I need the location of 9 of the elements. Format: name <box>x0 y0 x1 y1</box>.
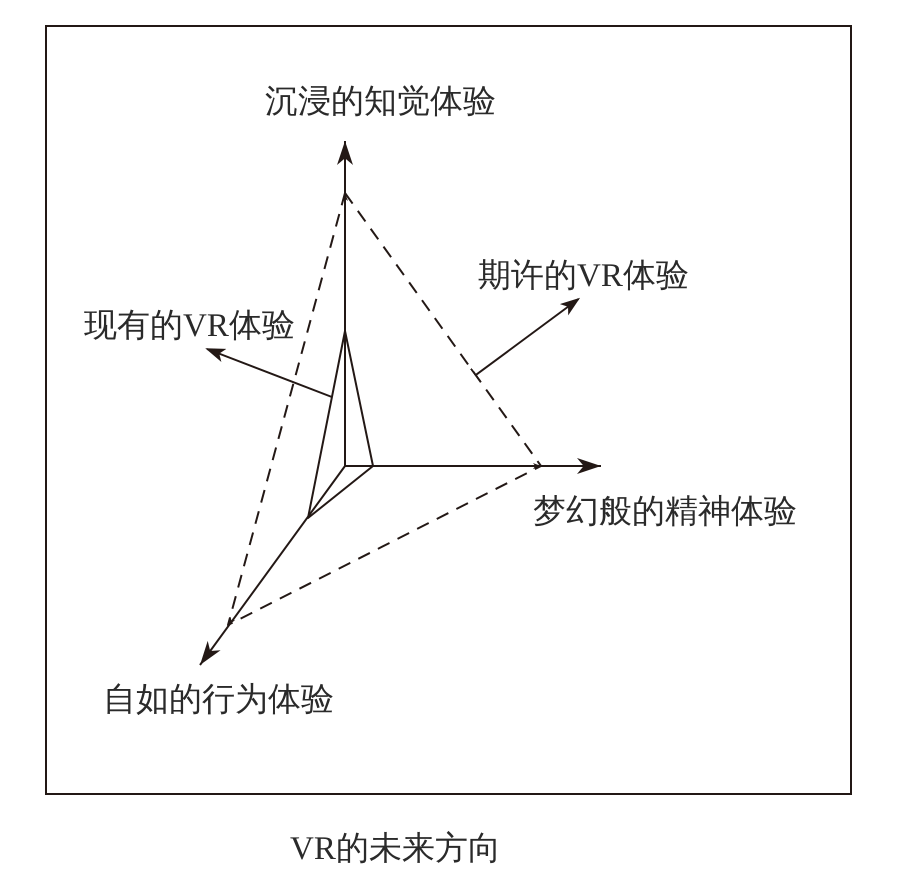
arrow <box>205 348 332 398</box>
axis-label: 自如的行为体验 <box>103 681 334 720</box>
arrow <box>470 298 580 382</box>
inner-triangle <box>305 328 376 521</box>
figure-caption: VR的未来方向 <box>290 830 501 869</box>
callout-label: 期许的VR体验 <box>478 256 689 296</box>
axis-label: 沉浸的知觉体验 <box>265 83 496 122</box>
axis-label: 梦幻般的精神体验 <box>533 493 797 532</box>
callout-label: 现有的VR体验 <box>84 306 295 346</box>
